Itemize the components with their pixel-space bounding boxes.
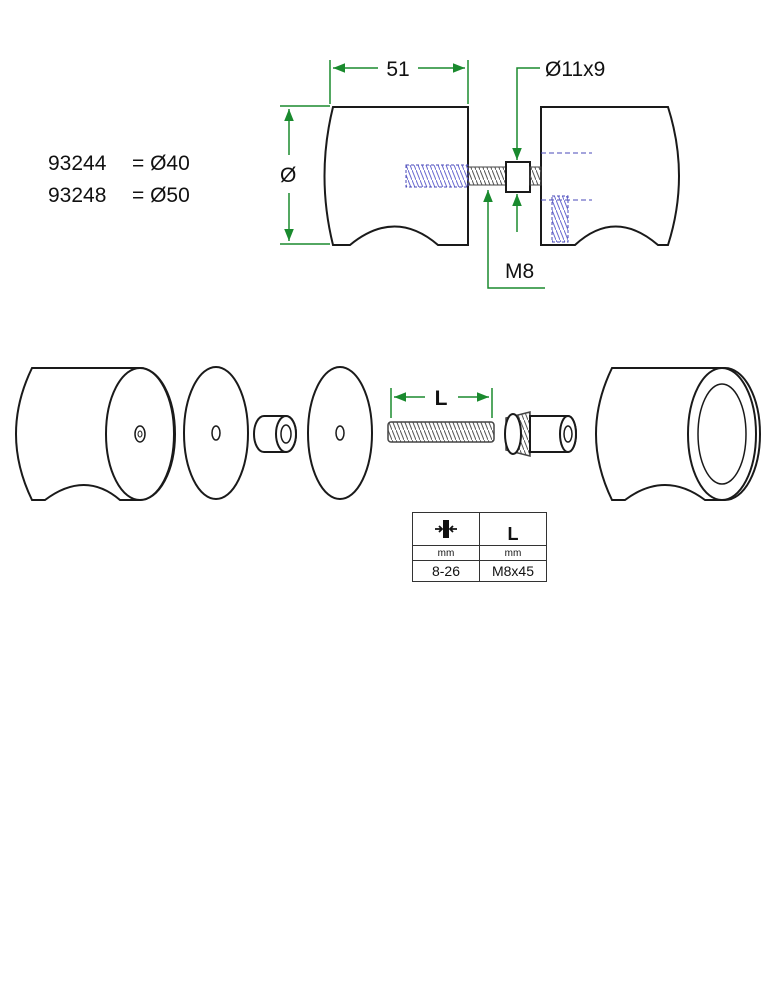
thread-label: M8 [505,260,534,283]
right-knob-outline [540,106,680,246]
screw-size-value: M8x45 [479,560,547,582]
unit-col2: mm [479,545,547,561]
side-view [323,106,680,246]
unit-col1: mm [412,545,480,561]
length-label: 51 [386,58,409,81]
door-thickness-icon [435,520,457,538]
sleeve-nut-part [504,411,577,457]
bore-label: Ø11x9 [545,58,605,81]
model-list: 93244 = Ø40 93248 = Ø50 [48,152,190,207]
door-thickness-value: 8-26 [412,560,480,582]
model-size-1: = Ø40 [132,152,190,175]
dimension-labels: 51 Ø Ø11x9 M8 [280,58,605,283]
door-thickness-header [412,512,480,546]
screw-length-header: L [479,512,547,546]
model-code-2: 93248 [48,184,106,207]
dimension-lines [280,60,545,289]
exploded-view [15,366,761,501]
model-code-1: 93244 [48,152,107,175]
diameter-label: Ø [280,164,296,187]
threaded-bolt [387,421,495,443]
spec-table: L mm mm 8-26 M8x45 [412,512,547,582]
left-knob-outline [323,106,469,246]
hidden-lines [405,152,592,243]
threaded-rod [467,166,507,186]
model-size-2: = Ø50 [132,184,190,207]
bolt-length-dimension [390,388,493,418]
bolt-length-label: L [435,387,448,410]
screw-length-header-label: L [507,524,519,544]
sleeve-nut [505,161,531,193]
